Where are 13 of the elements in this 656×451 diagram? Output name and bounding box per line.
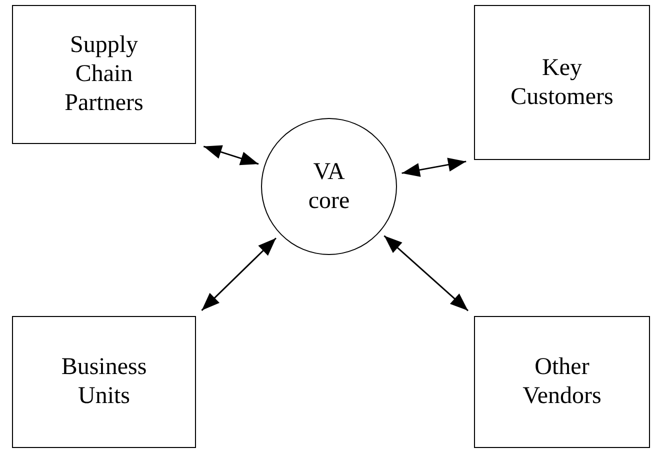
entity-box	[12, 5, 196, 144]
double-arrow	[384, 235, 469, 312]
entity-box	[474, 316, 650, 448]
node-label: Supply Chain Partners	[64, 31, 144, 118]
node-label: Other Vendors	[522, 353, 602, 411]
node-label: VA core	[307, 158, 351, 216]
double-arrow	[201, 238, 276, 311]
node-label: Key Customers	[510, 54, 614, 112]
double-arrow	[203, 145, 259, 166]
entity-box	[474, 5, 650, 160]
double-arrow	[402, 158, 466, 177]
entity-box	[12, 316, 196, 448]
node-label: Business Units	[60, 353, 148, 411]
